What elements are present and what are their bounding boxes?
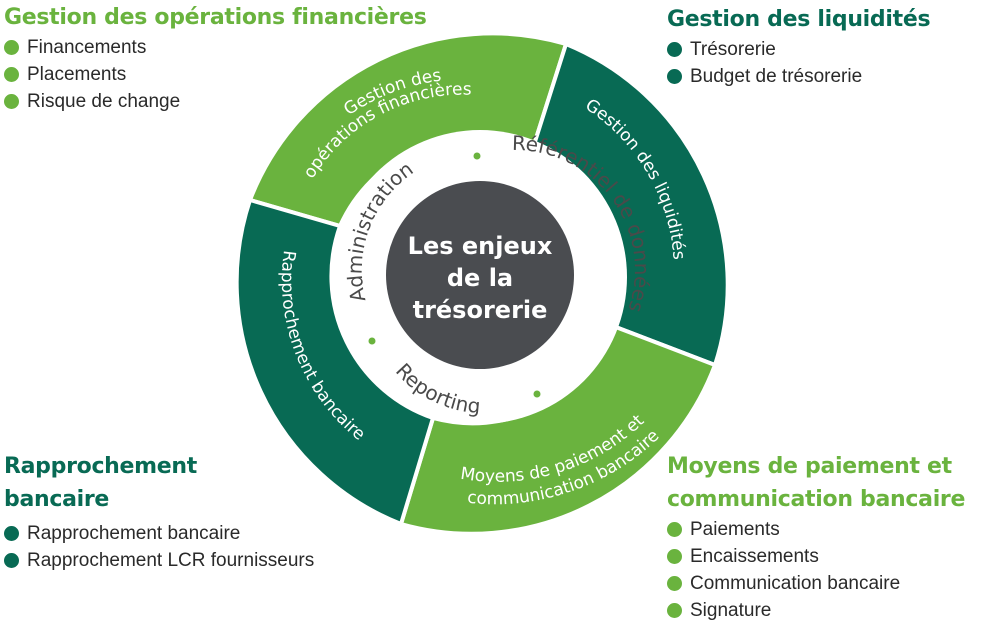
separator-dot-left xyxy=(368,337,376,345)
bullet-dot-icon xyxy=(667,576,682,591)
bullet-dot-icon xyxy=(667,69,682,84)
bullet-dot-icon xyxy=(4,94,19,109)
block-title-line1: Rapprochement xyxy=(4,454,197,479)
block-title-line1: Moyens de paiement et xyxy=(667,454,952,479)
list-item: Placements xyxy=(4,61,427,88)
center-title-line1: Les enjeux xyxy=(408,232,553,260)
separator-dot-right xyxy=(533,390,541,398)
list-item: Signature xyxy=(667,597,965,624)
list-item: Communication bancaire xyxy=(667,570,965,597)
center-title-line2: de la xyxy=(447,264,513,292)
block-title: Gestion des liquidités xyxy=(667,7,931,32)
bullet-dot-icon xyxy=(667,603,682,618)
block-moyens-paiement: Moyens de paiement et communication banc… xyxy=(667,450,965,624)
center-circle xyxy=(386,181,574,369)
bullet-dot-icon xyxy=(667,42,682,57)
separator-dot-top xyxy=(473,152,481,160)
bullet-dot-icon xyxy=(4,40,19,55)
list-item: Risque de change xyxy=(4,88,427,115)
block-title-line2: communication bancaire xyxy=(667,487,966,512)
list-item: Financements xyxy=(4,34,427,61)
bullet-dot-icon xyxy=(667,522,682,537)
block-title-line2: bancaire xyxy=(4,487,110,512)
bullet-dot-icon xyxy=(4,526,19,541)
block-gestion-liquidites: Gestion des liquidités Trésorerie Budget… xyxy=(667,3,931,90)
list-item: Rapprochement bancaire xyxy=(4,520,314,547)
bullet-dot-icon xyxy=(4,553,19,568)
bullet-dot-icon xyxy=(667,549,682,564)
bullet-list: Financements Placements Risque de change xyxy=(4,34,427,115)
list-item: Paiements xyxy=(667,516,965,543)
block-rapprochement-bancaire: Rapprochement bancaire Rapprochement ban… xyxy=(4,450,314,574)
bullet-list: Paiements Encaissements Communication ba… xyxy=(667,516,965,624)
block-operations-financieres: Gestion des opérations financières Finan… xyxy=(4,1,427,115)
list-item: Encaissements xyxy=(667,543,965,570)
bullet-dot-icon xyxy=(4,67,19,82)
center-title-line3: trésorerie xyxy=(413,296,548,324)
list-item: Budget de trésorerie xyxy=(667,63,930,90)
list-item: Trésorerie xyxy=(667,36,930,63)
bullet-list: Rapprochement bancaire Rapprochement LCR… xyxy=(4,520,314,574)
bullet-list: Trésorerie Budget de trésorerie xyxy=(667,36,930,90)
block-title: Gestion des opérations financières xyxy=(4,5,427,30)
list-item: Rapprochement LCR fournisseurs xyxy=(4,547,314,574)
sector-rapprochement xyxy=(234,197,436,527)
